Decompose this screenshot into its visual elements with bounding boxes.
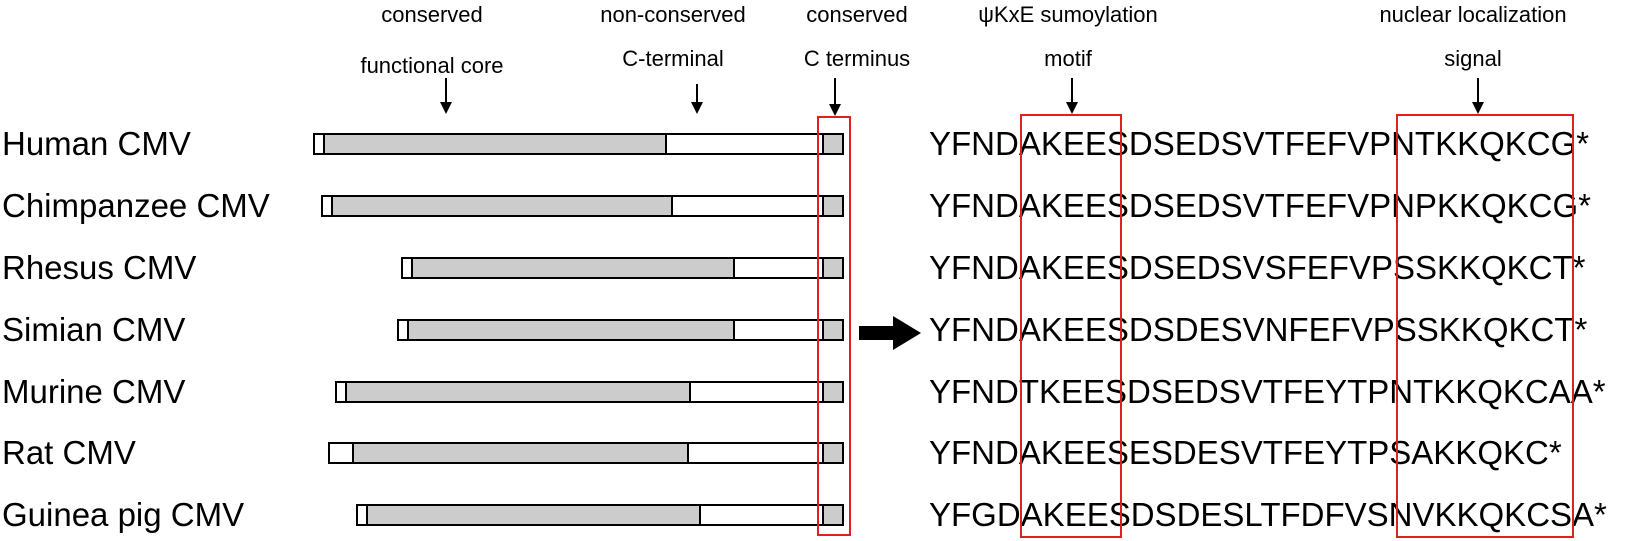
protein-bar-chimpanzee	[321, 195, 844, 217]
header-functional-core-line2: functional core	[360, 53, 504, 78]
nls-highlight-box	[1396, 114, 1574, 538]
protein-bar-simian	[397, 319, 844, 341]
c-terminus-highlight-box	[817, 116, 851, 536]
header-sumoylation-line2: motif	[1044, 46, 1092, 71]
right-arrow-icon	[859, 316, 921, 350]
protein-bar-guinea-pig	[356, 504, 844, 526]
header-nls-line2: signal	[1444, 46, 1502, 71]
sequence-chimpanzee: YFNDAKEESDSEDSVTFEFVPNPKKQKCG*	[929, 187, 1591, 224]
species-label: Rat CMV	[2, 434, 136, 471]
protein-bar-murine	[335, 381, 844, 403]
sequence-human: YFNDAKEESDSEDSVTFEFVPNTKKQKCG*	[929, 125, 1590, 162]
species-label: Chimpanzee CMV	[2, 187, 270, 224]
sequence-rhesus: YFNDAKEESDSEDSVSFEFVPSSKKQKCT*	[929, 249, 1586, 286]
protein-bar-rhesus	[401, 257, 844, 279]
protein-bar-human	[313, 133, 844, 155]
header-c-terminus-line1: conserved	[806, 2, 908, 27]
sumoylation-motif-highlight-box	[1020, 114, 1122, 538]
protein-bar-rat	[328, 442, 844, 464]
species-label: Murine CMV	[2, 373, 186, 410]
species-label: Human CMV	[2, 125, 191, 162]
header-sumoylation-motif: ψKxE sumoylation motif	[978, 2, 1158, 72]
header-functional-core: conserved functional core	[360, 2, 503, 79]
species-label: Simian CMV	[2, 311, 186, 348]
sequence-rat: YFNDAKEESESDESVTFEYTPSAKKQKC*	[929, 434, 1562, 471]
species-label: Guinea pig CMV	[2, 496, 245, 533]
sequence-guinea-pig: YFGDAKEESDSDESLTFDFVSNVKKQKCSA*	[929, 496, 1607, 533]
header-functional-core-line1: conserved	[381, 2, 483, 27]
sequence-simian: YFNDAKEESDSDESVNFEFVPSSKKQKCT*	[929, 311, 1588, 348]
header-nls-line1: nuclear localization	[1379, 2, 1567, 27]
header-c-terminus-line2: C terminus	[803, 46, 911, 71]
header-c-terminal-line2: C-terminal	[622, 46, 724, 71]
sequence-murine: YFNDTKEESDSEDSVTFEYTPNTKKQKCAA*	[929, 373, 1606, 410]
header-nuclear-localization-signal: nuclear localization signal	[1379, 2, 1566, 72]
species-label: Rhesus CMV	[2, 249, 197, 286]
header-c-terminal: non-conserved C-terminal	[600, 2, 746, 72]
header-c-terminal-line1: non-conserved	[600, 2, 746, 27]
header-sumoylation-line1: ψKxE sumoylation	[978, 2, 1158, 27]
header-c-terminus: conserved C terminus	[804, 2, 910, 72]
